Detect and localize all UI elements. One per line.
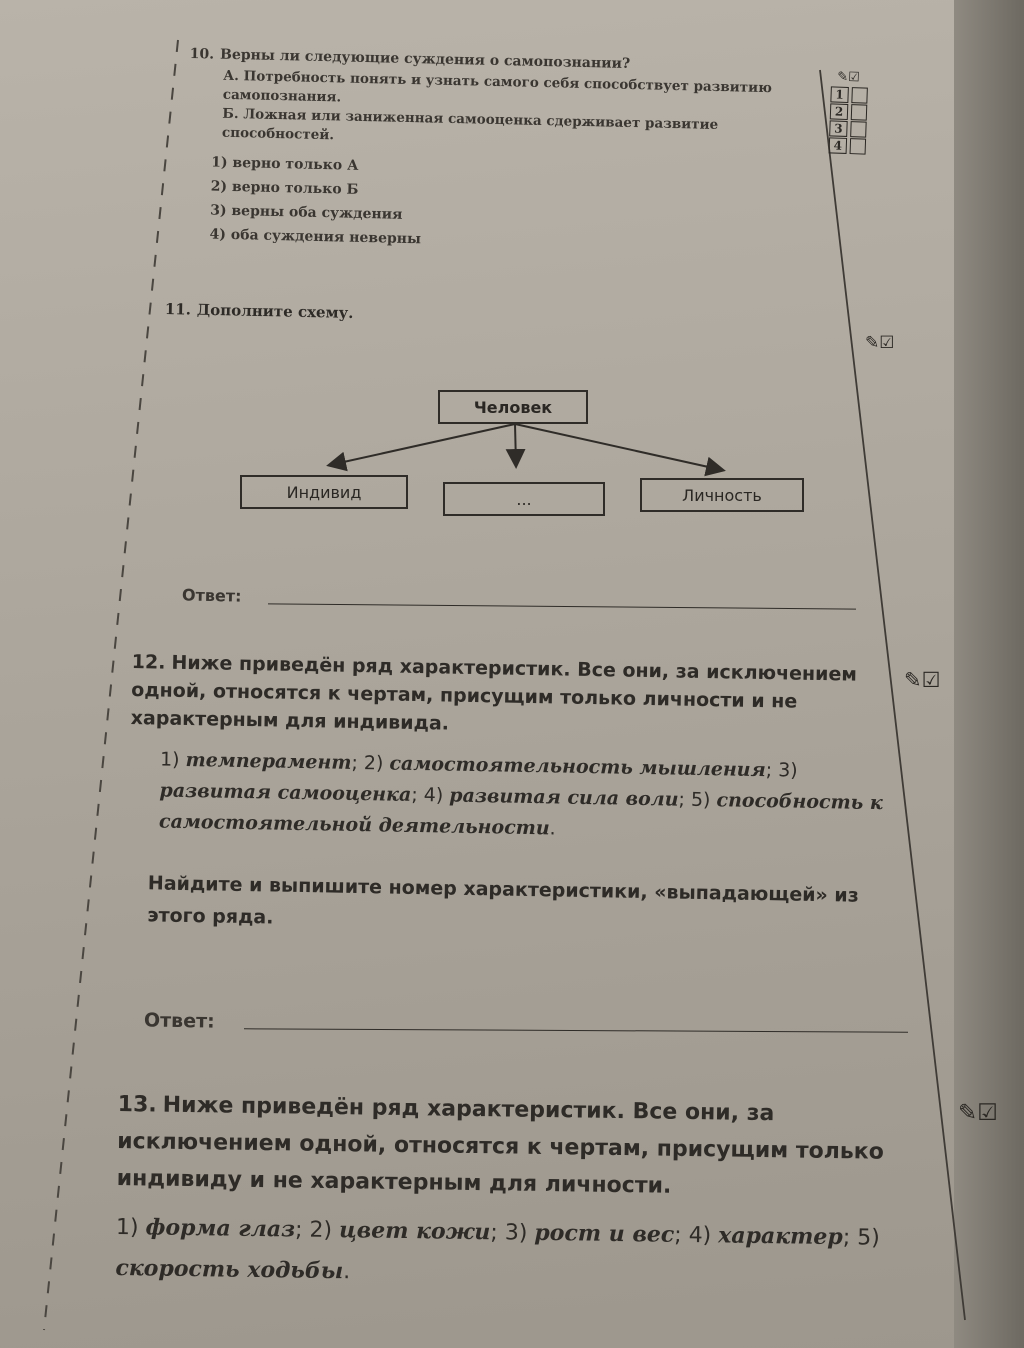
arrow-middle [505, 423, 526, 469]
option-number: ; 3) [765, 759, 798, 782]
question-text: Ниже приведён ряд характеристик. Все они… [116, 1092, 884, 1199]
scheme-box-individ: Индивид [240, 475, 408, 509]
option-number: 1) [159, 748, 186, 771]
question-number: 12. [131, 650, 166, 674]
option-number: ; 5) [678, 788, 717, 812]
question-text: Ниже приведён ряд характеристик. Все они… [130, 651, 858, 735]
option-text: развитая сила воли [449, 784, 679, 811]
scheme-box-top: Человек [438, 390, 588, 424]
option-number: ; 3) [490, 1220, 535, 1246]
option-text: самостоятельность мышления [389, 752, 766, 782]
answer-label: Ответ: [181, 585, 242, 606]
option-text: характер [718, 1222, 843, 1251]
option-end: . [342, 1259, 351, 1285]
option-number: ; 2) [351, 751, 390, 775]
option-end: . [549, 817, 556, 840]
question-12: 12.Ниже приведён ряд характеристик. Все … [127, 648, 892, 944]
option-number: ; 2) [294, 1217, 340, 1244]
arrow-left [326, 423, 516, 472]
option-number: 1) [115, 1214, 146, 1241]
scheme-arrows [326, 423, 726, 477]
characteristics-list: 1) форма глаз; 2) цвет кожи; 3) рост и в… [115, 1207, 946, 1301]
option-text: рост и вес [534, 1219, 675, 1248]
answer-label: Ответ: [143, 1009, 215, 1033]
option-text: скорость ходьбы [115, 1254, 344, 1285]
right-margin-line [819, 69, 966, 1321]
pencil-check-icon: ✎☑ [904, 668, 941, 692]
option-number: ; 4) [411, 783, 450, 807]
pencil-check-icon: ✎☑ [865, 333, 895, 353]
option-text: развитая самооценка [159, 779, 412, 806]
option-number: ; 5) [842, 1225, 880, 1251]
scheme-box-blank[interactable]: ... [443, 482, 605, 516]
background-edge [954, 0, 1024, 1348]
task-instruction: Найдите и выпишите номер характеристики,… [147, 872, 859, 929]
question-number: 13. [117, 1091, 157, 1118]
arrow-right [514, 423, 726, 477]
option-text: форма глаз [145, 1214, 296, 1243]
option-text: темперамент [185, 748, 352, 774]
characteristics-list: 1) темперамент; 2) самостоятельность мыш… [129, 744, 891, 850]
scheme-box-lichnost: Личность [640, 478, 804, 512]
pencil-check-icon: ✎☑ [958, 1100, 998, 1126]
question-13: 13.Ниже приведён ряд характеристик. Все … [115, 1086, 948, 1301]
option-number: ; 4) [674, 1222, 719, 1249]
dashed-cut-line [43, 39, 179, 1331]
option-text: цвет кожи [338, 1217, 491, 1246]
